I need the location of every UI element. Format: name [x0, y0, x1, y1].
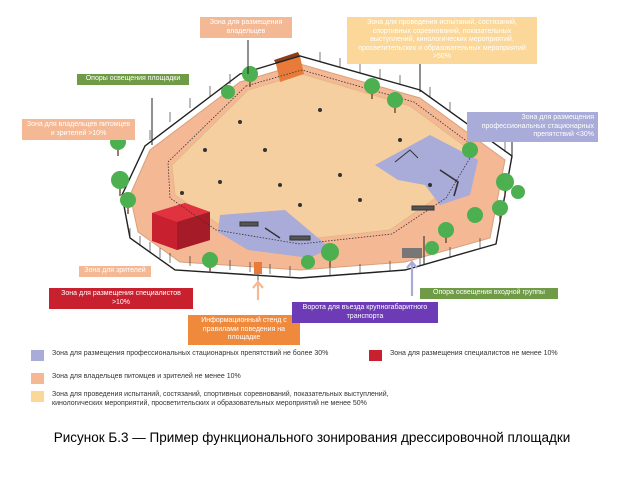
- callout-events-zone: Зона для проведения испытаний, состязани…: [347, 17, 537, 64]
- callout-lighting-poles: Опоры освещения площадки: [77, 74, 189, 85]
- callout-specialists-zone: Зона для размещения специалистов >10%: [49, 288, 193, 309]
- legend-item-blue: Зона для размещения профессиональных ста…: [31, 350, 361, 361]
- callout-gates: Ворота для въезда крупногабаритного тран…: [292, 302, 438, 323]
- legend-swatch-yellow: [31, 391, 44, 402]
- legend-swatch-blue: [31, 350, 44, 361]
- legend-text-red: Зона для размещения специалистов не мене…: [390, 350, 558, 357]
- arena-sand: [171, 73, 471, 241]
- legend-item-red: Зона для размещения специалистов не мене…: [369, 350, 599, 361]
- callout-entrance-light: Опора освещения входной группы: [420, 288, 558, 299]
- gates-structure: [402, 248, 422, 258]
- trees: [110, 66, 525, 273]
- callout-obstacles-zone: Зона для размещения профессиональных ста…: [467, 112, 598, 142]
- callout-info-stand: Информационный стенд с правилами поведен…: [188, 315, 300, 345]
- lighting-poles: [151, 40, 513, 264]
- legend-text-yellow: Зона для проведения испытаний, состязани…: [52, 391, 389, 407]
- callout-spectators-zone: Зона для зрителей: [79, 266, 151, 277]
- callout-owners-zone: Зона для размещения владельцев: [200, 17, 292, 38]
- callout-kennel-zone: Зона для владельцев питомцев и зрителей …: [22, 119, 135, 140]
- legend-item-orange: Зона для владельцев питомцев и зрителей …: [31, 373, 361, 384]
- specialists-building: [152, 203, 210, 250]
- legend-item-yellow: Зона для проведения испытаний, состязани…: [31, 391, 411, 408]
- figure-caption: Рисунок Б.3 — Пример функционального зон…: [53, 430, 571, 445]
- legend-swatch-orange: [31, 373, 44, 384]
- obstacles: [239, 149, 459, 241]
- legend-swatch-red: [369, 350, 382, 361]
- owners-hut: [274, 52, 304, 82]
- people-and-dogs: [180, 108, 432, 207]
- legend-text-orange: Зона для владельцев питомцев и зрителей …: [52, 373, 241, 380]
- legend-text-blue: Зона для размещения профессиональных ста…: [52, 350, 329, 357]
